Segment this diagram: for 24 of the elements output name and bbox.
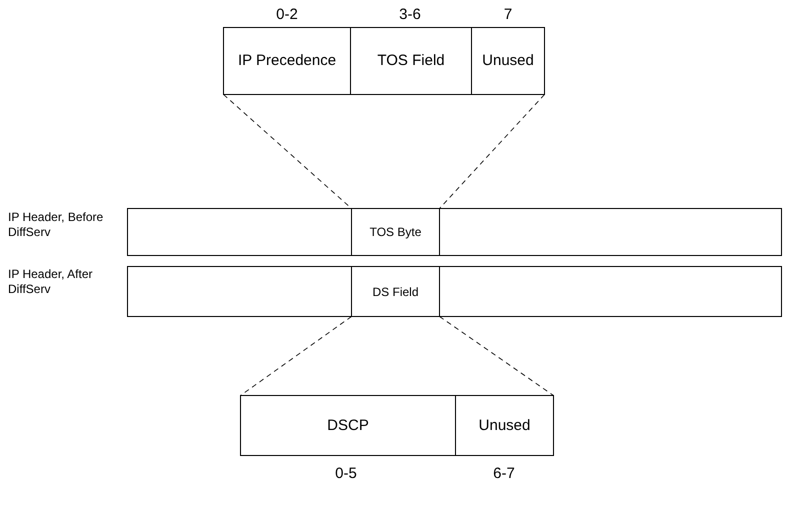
field-cell [351,266,440,317]
field-label: DSCP [327,416,369,434]
bit-range-label: 7 [504,6,512,23]
field-label: TOS Field [377,52,445,70]
field-label: IP Precedence [238,52,336,70]
bit-range-label: 0-5 [335,465,357,482]
row-label: IP Header, Before DiffServ [8,210,104,240]
field-cell [240,395,456,456]
field-label: Unused [482,52,534,70]
zoom-line [439,94,545,209]
zoom-line [240,316,352,396]
bit-range-label: 0-2 [276,6,298,23]
bit-range-label: 6-7 [493,465,515,482]
field-label: Unused [478,416,530,434]
field-cell [455,395,554,456]
zoom-line [439,316,554,396]
row-label: IP Header, After DiffServ [8,267,94,297]
field-cell [223,27,351,95]
field-cell [471,27,545,95]
bit-range-label: 3-6 [399,6,421,23]
field-cell [350,27,472,95]
field-label: DS Field [372,284,418,300]
field-cell [351,208,440,256]
field-label: TOS Byte [370,224,422,241]
